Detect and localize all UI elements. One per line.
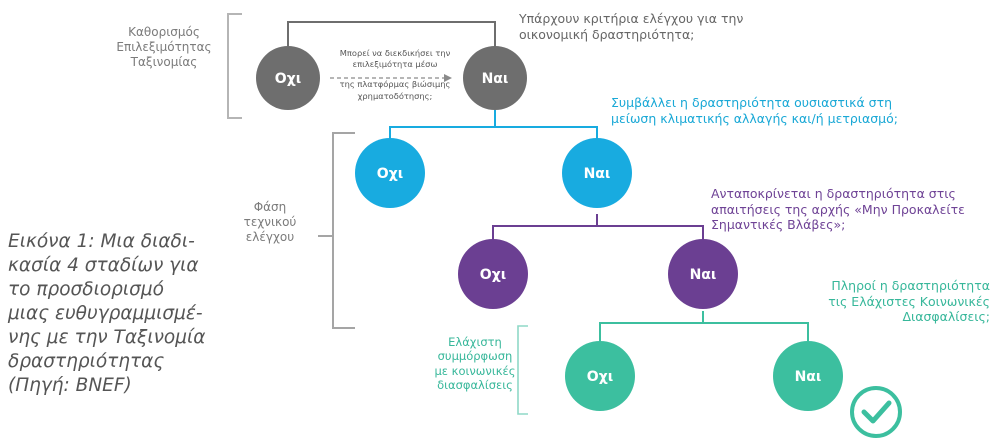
node-l2-yes: Ναι bbox=[562, 138, 632, 208]
node-l1-no-label: Οχι bbox=[275, 71, 301, 87]
connector-level-1 bbox=[287, 21, 496, 47]
check-circle-icon bbox=[850, 386, 902, 438]
node-l2-no: Οχι bbox=[355, 138, 425, 208]
question-criteria: Υπάρχουν κριτήρια ελέγχου για την οικονο… bbox=[519, 11, 744, 42]
arrow-right-icon bbox=[444, 74, 452, 82]
node-l1-no: Οχι bbox=[256, 46, 320, 110]
technical-bracket bbox=[318, 132, 355, 329]
node-l2-no-label: Οχι bbox=[377, 166, 403, 182]
question-dnsh: Ανταποκρίνεται η δραστηριότητα στις απαι… bbox=[711, 186, 965, 233]
node-l4-no: Οχι bbox=[565, 341, 635, 411]
node-l3-yes-label: Ναι bbox=[690, 267, 717, 283]
platform-note: Μπορεί να διεκδικήσει την επιλεξιμότητα … bbox=[339, 48, 451, 101]
connector-level-4 bbox=[599, 311, 809, 341]
node-l3-no-label: Οχι bbox=[480, 267, 506, 283]
connector-level-3 bbox=[492, 214, 704, 242]
minimum-bracket bbox=[517, 325, 528, 415]
node-l2-yes-label: Ναι bbox=[584, 166, 611, 182]
minimum-stage-label: Ελάχιστη συμμόρφωση με κοινωνικές διασφα… bbox=[434, 335, 516, 393]
question-social-safeguards: Πληροί η δραστηριότητα τις Ελάχιστες Κοι… bbox=[828, 278, 990, 325]
connector-level-2 bbox=[389, 110, 598, 141]
technical-stage-label: Φάση τεχνικού ελέγχου bbox=[243, 200, 297, 244]
node-l4-yes-label: Ναι bbox=[795, 369, 822, 385]
eligibility-bracket bbox=[227, 13, 242, 119]
node-l4-no-label: Οχι bbox=[587, 369, 613, 385]
node-l4-yes: Ναι bbox=[773, 341, 843, 411]
node-l3-yes: Ναι bbox=[668, 239, 738, 309]
node-l3-no: Οχι bbox=[458, 239, 528, 309]
node-l1-yes: Ναι bbox=[463, 46, 527, 110]
eligibility-stage-label: Καθορισμός Επιλεξιμότητας Ταξινομίας bbox=[116, 25, 212, 69]
figure-caption: Εικόνα 1: Μια διαδι- κασία 4 σταδίων για… bbox=[8, 231, 206, 397]
node-l1-yes-label: Ναι bbox=[482, 71, 509, 87]
question-contribution: Συμβάλλει η δραστηριότητα ουσιαστικά στη… bbox=[611, 95, 898, 126]
